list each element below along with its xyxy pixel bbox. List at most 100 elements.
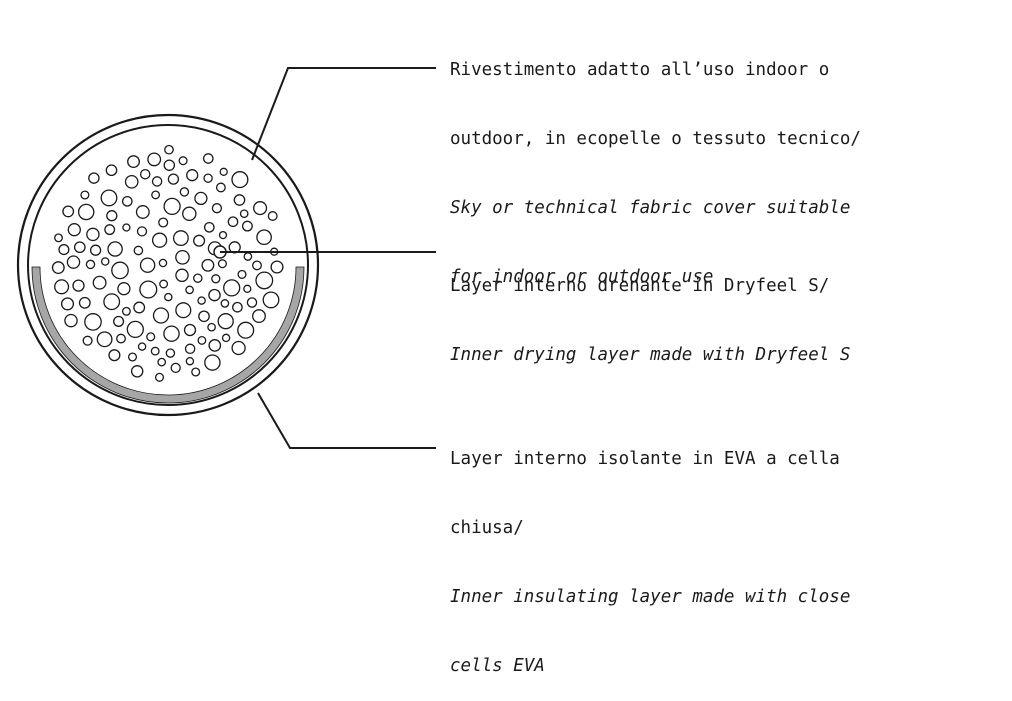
bubble	[211, 274, 221, 284]
bubble	[239, 209, 249, 219]
bubble	[158, 258, 168, 268]
bubble	[175, 268, 189, 283]
bubble	[104, 224, 116, 236]
bubble	[197, 335, 207, 345]
bubble	[231, 340, 246, 356]
bubble	[151, 232, 168, 248]
bubble	[191, 367, 201, 377]
bubble	[219, 167, 228, 176]
bubble	[117, 282, 131, 296]
bubble	[175, 302, 192, 319]
bubble	[62, 205, 75, 218]
bubble	[198, 310, 210, 323]
insulating-label-en-2: cells EVA	[450, 656, 545, 676]
bubble	[116, 333, 126, 344]
bubble	[73, 241, 86, 254]
leader-line-cover	[251, 67, 436, 161]
bubble	[232, 301, 243, 313]
cover-label-en-1: Sky or technical fabric cover suitable	[450, 198, 851, 218]
insulating-label-en-1: Inner insulating layer made with close	[450, 587, 851, 607]
bubble	[246, 297, 258, 308]
bubble	[215, 182, 226, 193]
bubble	[127, 155, 140, 169]
bubble	[217, 259, 227, 269]
bubble	[96, 331, 113, 348]
bubble	[111, 261, 129, 280]
cover-label-it-2: outdoor, in ecopelle o tessuto tecnico/	[450, 129, 861, 149]
bubble	[252, 260, 262, 271]
bubble	[121, 306, 131, 316]
bubble	[158, 217, 169, 228]
bubble	[122, 223, 131, 232]
bubble	[157, 357, 167, 367]
bubble	[270, 260, 284, 274]
bubble	[231, 171, 249, 189]
bubble	[185, 285, 194, 295]
bubble	[237, 321, 255, 339]
bubble	[255, 271, 274, 290]
drying-label-en: Inner drying layer made with Dryfeel S	[450, 345, 851, 365]
bubble	[151, 190, 161, 200]
bubble	[127, 352, 138, 362]
bubble	[100, 189, 118, 207]
bubble	[163, 325, 180, 342]
bubble	[113, 315, 125, 327]
bubble	[92, 275, 107, 290]
bubble	[211, 203, 223, 214]
bubble	[88, 172, 100, 184]
cross-section-diagram	[16, 67, 436, 449]
bubble	[108, 349, 121, 362]
bubble	[126, 320, 144, 339]
bubble	[106, 210, 118, 222]
bubble	[152, 307, 170, 324]
drying-label-it: Layer interno drenante in Dryfeel S/	[450, 276, 830, 296]
bubble	[183, 323, 197, 337]
bubble	[82, 335, 93, 346]
bubble	[121, 195, 133, 207]
bubble	[154, 372, 165, 382]
bubble	[139, 280, 158, 299]
bubble	[203, 173, 213, 183]
bubble	[130, 365, 144, 378]
bubble	[85, 259, 96, 270]
bubble	[60, 297, 75, 311]
bubble	[124, 174, 139, 189]
bubble	[221, 333, 231, 343]
bubble	[182, 206, 197, 222]
bubble	[217, 313, 234, 330]
bubble	[185, 356, 195, 366]
bubble	[186, 169, 199, 182]
bubble	[175, 249, 190, 265]
bubble	[165, 348, 176, 358]
bubble	[164, 292, 173, 302]
bubble	[159, 279, 169, 289]
bubble	[170, 362, 181, 374]
cover-label-en-2: for indoor or outdoor use	[450, 267, 714, 287]
bubble	[66, 255, 81, 269]
bubble	[133, 301, 146, 314]
bubble	[237, 269, 247, 279]
bubble	[147, 152, 162, 167]
leader-line-insulating	[257, 392, 436, 449]
bubble	[163, 159, 176, 171]
bubble	[67, 223, 81, 237]
bubble	[178, 156, 188, 166]
bubble	[267, 211, 278, 221]
bubble	[77, 203, 95, 221]
bubble	[193, 273, 203, 283]
bubble	[84, 313, 102, 331]
bubble	[172, 230, 189, 247]
bubble	[58, 244, 70, 256]
bubble	[220, 299, 230, 308]
bubble	[194, 191, 208, 206]
bubble	[135, 205, 150, 219]
bubble	[184, 343, 196, 355]
bubble	[146, 332, 156, 342]
bubble	[164, 144, 174, 155]
bubble	[243, 284, 252, 293]
bubble	[262, 291, 280, 309]
bubble	[139, 168, 151, 180]
bubble	[227, 216, 239, 228]
dryfeel-bubbles	[51, 144, 284, 382]
bubble	[100, 257, 110, 266]
